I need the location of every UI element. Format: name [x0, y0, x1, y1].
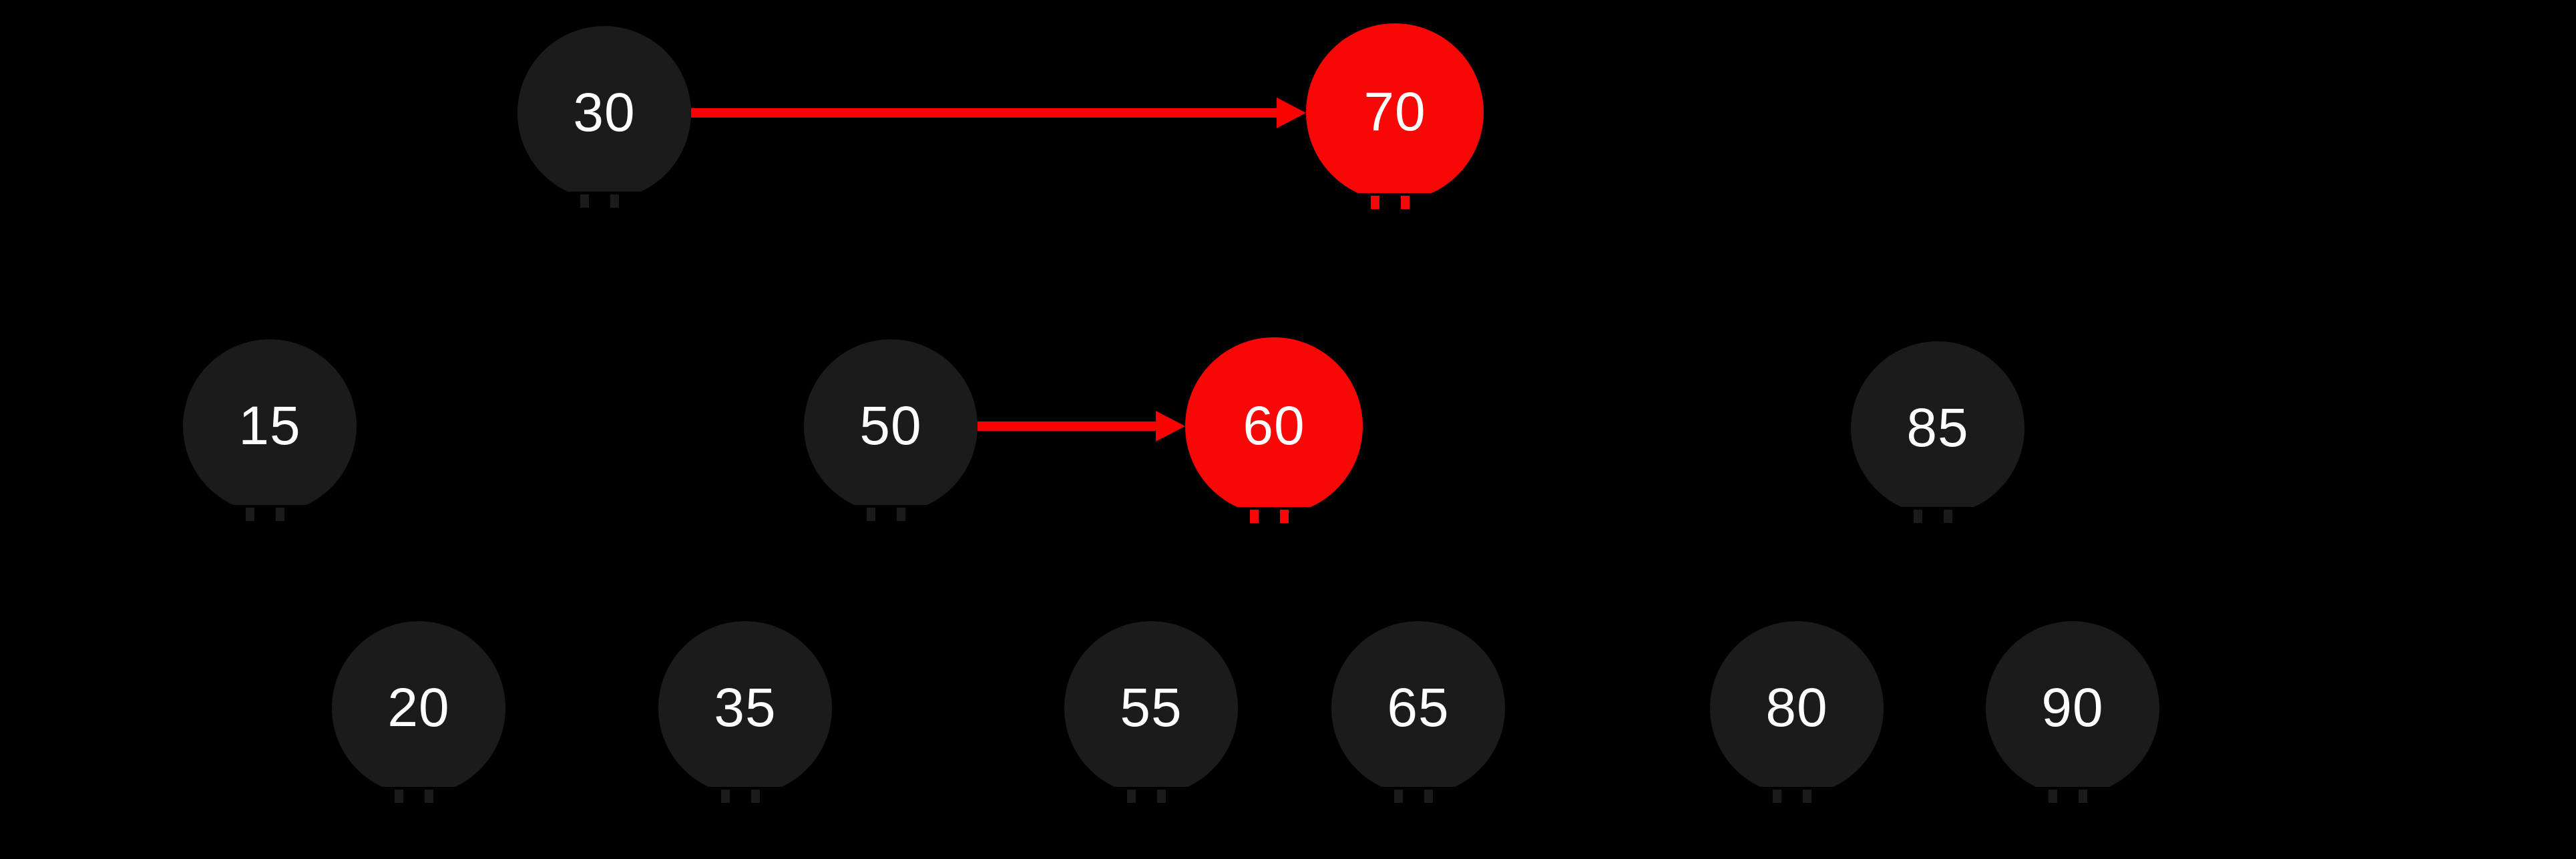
node-value: 90: [2041, 677, 2104, 738]
node-bottom-notch: [1901, 507, 1974, 518]
tree-node-85: 85: [1851, 341, 2024, 523]
node-bottom-stub: [276, 508, 284, 521]
tree-node-20: 20: [332, 621, 505, 803]
node-value: 35: [714, 677, 777, 738]
node-bottom-notch: [1237, 507, 1311, 518]
node-bottom-stub: [2049, 790, 2057, 803]
node-bottom-stub: [1127, 790, 1136, 803]
node-bottom-notch: [1114, 787, 1188, 798]
node-value: 65: [1387, 677, 1450, 738]
node-bottom-stub: [1944, 510, 1952, 523]
node-value: 80: [1765, 677, 1828, 738]
node-bottom-notch: [2036, 787, 2109, 798]
node-bottom-stub: [1914, 510, 1922, 523]
node-bottom-stub: [2079, 790, 2087, 803]
node-value: 50: [859, 395, 922, 456]
node-bottom-stub: [425, 790, 433, 803]
node-bottom-stub: [1773, 790, 1781, 803]
node-value: 15: [238, 395, 301, 456]
arrow-head-icon: [1277, 98, 1306, 128]
node-bottom-stub: [1280, 510, 1289, 523]
arrow-head-icon: [1156, 411, 1185, 442]
tree-node-30: 30: [517, 26, 691, 208]
tree-node-60: 60: [1185, 337, 1363, 523]
tree-node-65: 65: [1331, 621, 1505, 803]
node-value: 60: [1243, 395, 1305, 456]
node-value: 70: [1363, 81, 1426, 142]
node-bottom-stub: [1371, 196, 1379, 209]
node-value: 20: [387, 677, 450, 738]
node-bottom-stub: [395, 790, 403, 803]
node-bottom-notch: [1381, 787, 1455, 798]
node-bottom-stub: [1394, 790, 1403, 803]
node-bottom-notch: [1358, 193, 1432, 204]
arrow-shaft: [691, 108, 1277, 118]
node-bottom-notch: [382, 787, 455, 798]
node-bottom-notch: [708, 787, 782, 798]
node-bottom-stub: [867, 508, 875, 521]
node-bottom-stub: [580, 194, 589, 208]
node-bottom-notch: [568, 192, 641, 202]
tree-node-50: 50: [804, 339, 978, 521]
tree-node-55: 55: [1064, 621, 1238, 803]
node-bottom-stub: [897, 508, 905, 521]
node-value: 55: [1120, 677, 1183, 738]
node-value: 30: [573, 82, 636, 143]
node-bottom-stub: [1401, 196, 1410, 209]
node-bottom-stub: [246, 508, 254, 521]
arrow-shaft: [978, 421, 1156, 431]
tree-node-70: 70: [1306, 23, 1484, 209]
tree-node-35: 35: [658, 621, 832, 803]
node-bottom-stub: [1424, 790, 1433, 803]
tree-node-80: 80: [1710, 621, 1884, 803]
node-bottom-stub: [610, 194, 619, 208]
node-bottom-stub: [1803, 790, 1811, 803]
node-bottom-notch: [233, 505, 306, 516]
node-bottom-stub: [721, 790, 730, 803]
tree-node-90: 90: [1986, 621, 2159, 803]
node-bottom-stub: [751, 790, 760, 803]
node-bottom-stub: [1250, 510, 1259, 523]
tree-node-15: 15: [183, 339, 357, 521]
node-bottom-stub: [1157, 790, 1166, 803]
node-value: 85: [1906, 397, 1969, 458]
node-bottom-notch: [854, 505, 927, 516]
node-bottom-notch: [1760, 787, 1834, 798]
